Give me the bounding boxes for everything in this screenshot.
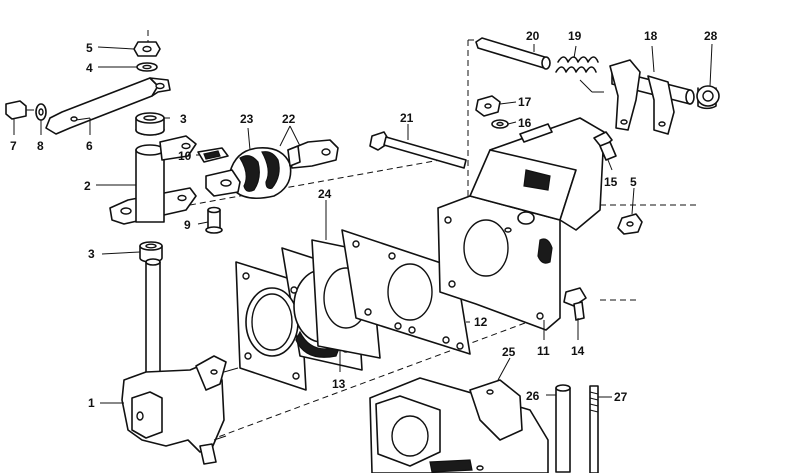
callout-2: 2: [84, 179, 91, 193]
callout-4: 4: [86, 61, 93, 75]
clip-10: [197, 147, 229, 163]
callout-labels: 5 4 3 7 8 6 2 10 9 23 22 3 1 24 21 12 13…: [10, 29, 718, 410]
callout-17: 17: [518, 95, 532, 109]
callout-18: 18: [644, 29, 658, 43]
washer-4: [136, 62, 158, 72]
sleeve-26: [555, 384, 571, 473]
callout-5-top: 5: [86, 41, 93, 55]
callout-26: 26: [526, 389, 540, 403]
callout-3-upper: 3: [180, 112, 187, 126]
bracket-6: [45, 77, 171, 135]
callout-10: 10: [178, 149, 192, 163]
callout-7: 7: [10, 139, 17, 153]
bolt-7: [5, 100, 34, 120]
callout-6: 6: [86, 139, 93, 153]
long-bolt-21: [369, 131, 467, 169]
callout-23: 23: [240, 112, 254, 126]
shaft-bracket-1: [121, 258, 239, 465]
housing-bracket-11: [437, 117, 605, 331]
callout-13: 13: [332, 377, 346, 391]
lower-housing-25: [369, 377, 549, 473]
bushing-3-upper: [135, 112, 165, 136]
callout-1: 1: [88, 396, 95, 410]
callout-12: 12: [474, 315, 488, 329]
callout-22: 22: [282, 112, 296, 126]
callout-3-lower: 3: [88, 247, 95, 261]
washer-8: [35, 103, 47, 121]
rubber-boot-23: [205, 147, 292, 200]
callout-24: 24: [318, 187, 332, 201]
callout-27: 27: [614, 390, 628, 404]
callout-20: 20: [526, 29, 540, 43]
stud-27: [589, 385, 599, 473]
bolt-14: [563, 287, 587, 321]
callout-19: 19: [568, 29, 582, 43]
callout-14: 14: [571, 344, 585, 358]
callout-8: 8: [37, 139, 44, 153]
callout-15: 15: [604, 175, 618, 189]
callout-5-right: 5: [630, 175, 637, 189]
nut-5-top: [133, 41, 161, 57]
callout-11: 11: [537, 344, 550, 358]
lever-shaft-18: [609, 59, 695, 135]
callout-28: 28: [704, 29, 718, 43]
callout-21: 21: [400, 111, 414, 125]
leader-lines: [13, 43, 713, 404]
pin-20: [475, 37, 551, 70]
bushing-3-lower: [139, 241, 163, 263]
clevis-22: [287, 139, 339, 169]
bushing-28: [696, 85, 720, 110]
callout-25: 25: [502, 345, 516, 359]
spring-19: [555, 56, 604, 93]
nut-17: [475, 95, 501, 117]
pin-9: [205, 206, 223, 234]
callout-16: 16: [518, 116, 532, 130]
nut-5-right: [617, 213, 643, 235]
bolt-15: [593, 131, 617, 161]
plate-12: [341, 229, 471, 355]
washer-16: [491, 119, 509, 129]
lever-shaft-2: [109, 135, 197, 225]
alignment-lines: [147, 30, 700, 441]
callout-9: 9: [184, 218, 191, 232]
